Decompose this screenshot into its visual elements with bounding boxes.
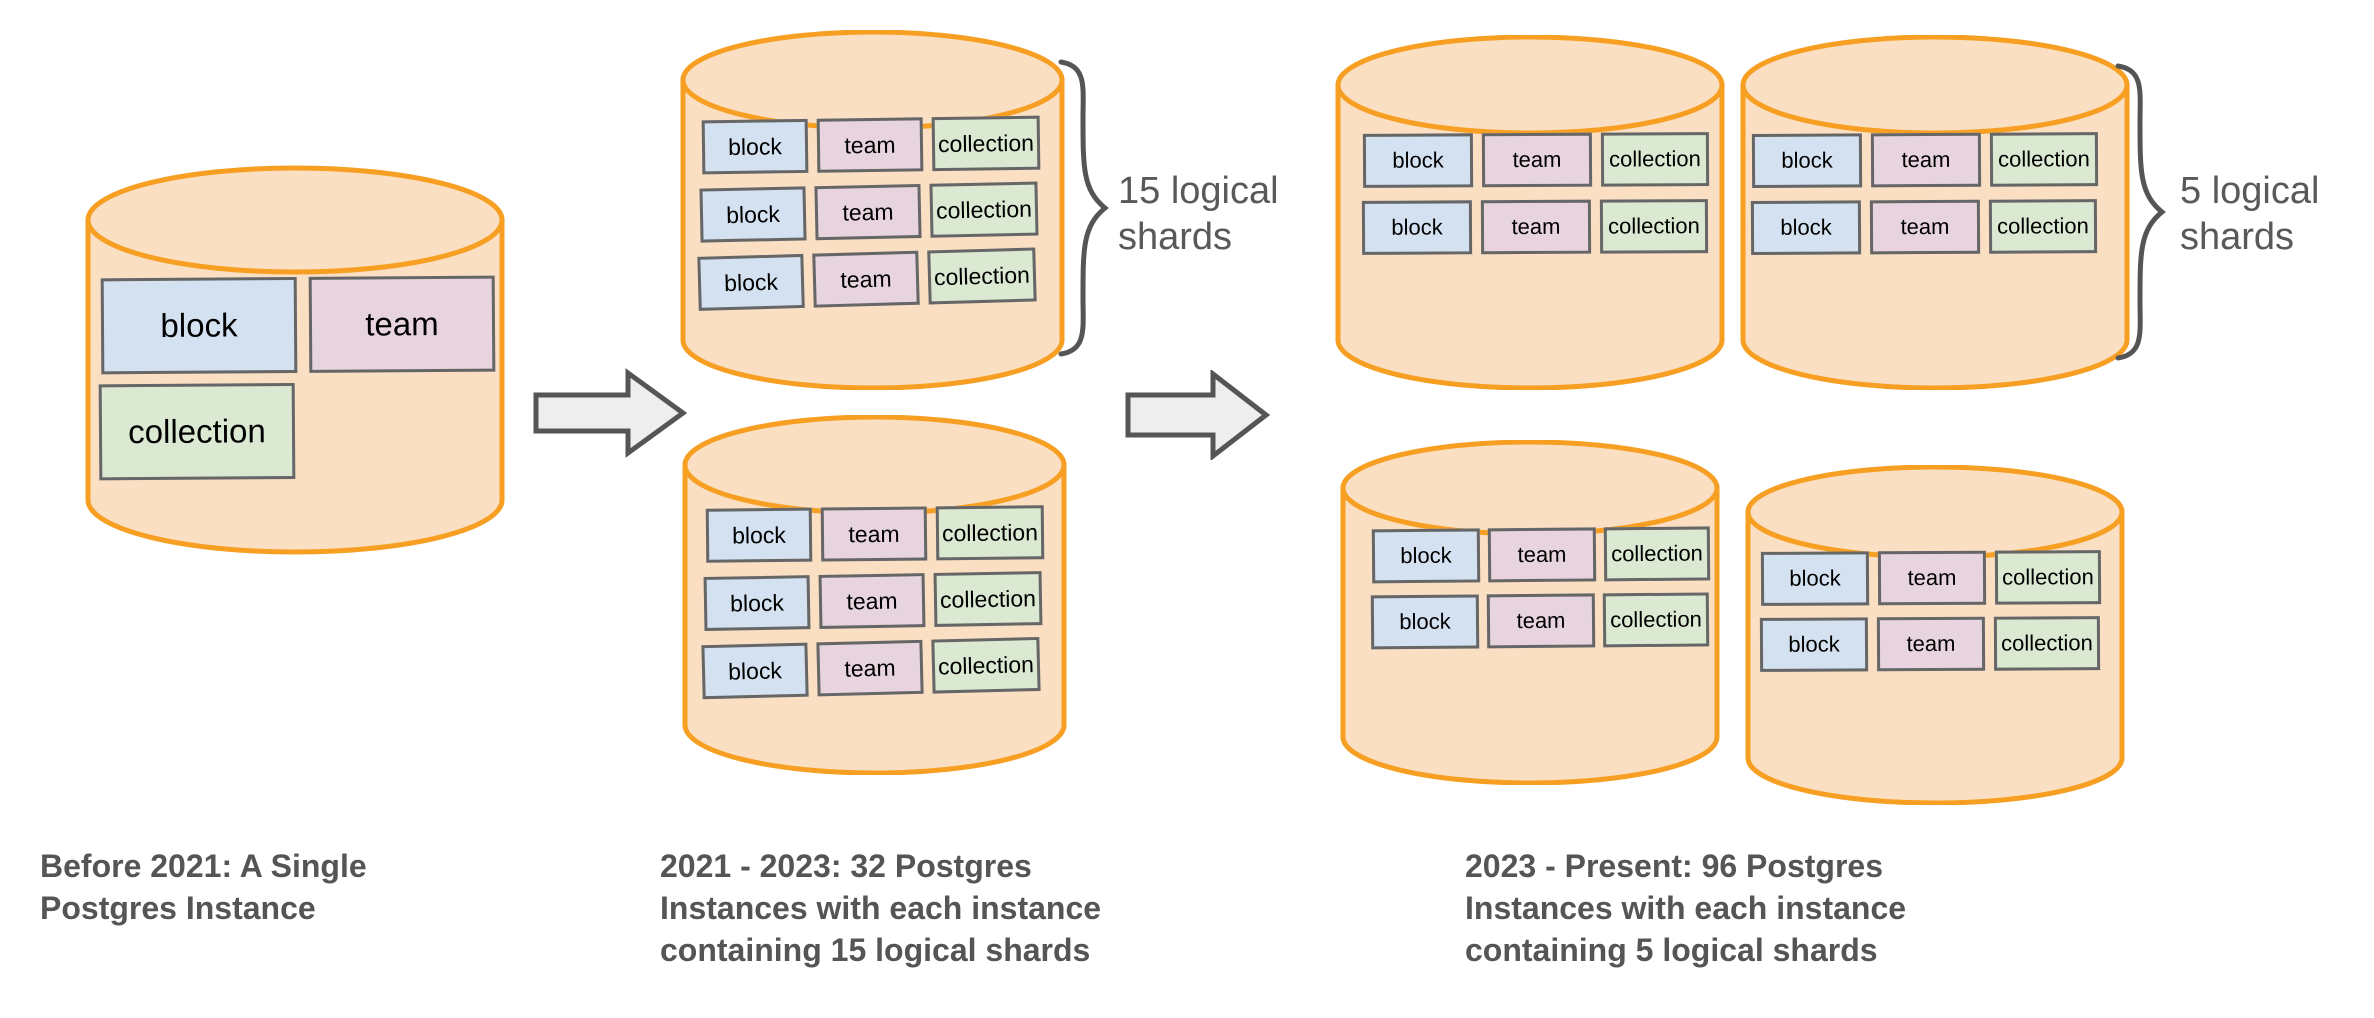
table-box-block: block [701, 642, 809, 700]
shard-row: block team collection [681, 636, 1067, 700]
shard-table-rows: block team collection block team collect… [682, 505, 1068, 700]
shard-row: block team [85, 275, 506, 375]
shard-table-rows: block team collection block team collect… [1740, 132, 2130, 255]
table-box-team: team [1487, 527, 1597, 583]
cylinder-2023-bottom-right: block team collection block team collect… [1745, 465, 2125, 805]
table-box-team: team [1486, 593, 1596, 649]
shard-row: block team collection [682, 571, 1068, 632]
table-box-team: team [818, 573, 926, 629]
table-box-block: block [1362, 133, 1474, 188]
cylinder-2023-top-left: block team collection block team collect… [1335, 35, 1725, 390]
table-box-collection: collection [931, 115, 1041, 172]
shard-row: block team collection [1740, 199, 2130, 255]
table-box-team: team [1480, 199, 1592, 255]
table-box-block: block [697, 253, 805, 311]
shard-row: block team collection [1335, 132, 1725, 188]
table-box-block: block [703, 575, 811, 631]
caption-2021-2023: 2021 - 2023: 32 Postgres Instances with … [660, 848, 1102, 968]
shard-row: block team collection [1340, 526, 1720, 584]
cylinder-2021-top: block team collection block team collect… [680, 30, 1065, 390]
table-box-collection: collection [1993, 616, 2101, 671]
shard-table-rows: block team collection block team collect… [679, 115, 1066, 311]
shard-table-rows: block team collection [85, 275, 506, 481]
table-box-team: team [1869, 199, 1981, 255]
shard-row: block team collection [1340, 592, 1720, 650]
table-box-collection: collection [1989, 132, 2099, 187]
shard-table-rows: block team collection block team collect… [1335, 132, 1725, 255]
cylinder-single-postgres-instance: block team collection [85, 165, 505, 555]
shard-table-rows: block team collection block team collect… [1340, 526, 1720, 650]
brace-15-shards [1053, 58, 1123, 358]
table-box-block: block [699, 186, 807, 243]
table-box-team: team [1876, 616, 1986, 672]
caption-before-2021: Before 2021: A Single Postgres Instance [40, 848, 367, 926]
table-box-collection: collection [98, 383, 296, 481]
caption-2023-present: 2023 - Present: 96 Postgres Instances wi… [1465, 848, 1907, 968]
table-box-team: team [812, 250, 920, 308]
table-box-team: team [1877, 550, 1987, 606]
table-box-block: block [1371, 528, 1481, 584]
table-box-block: block [705, 507, 813, 563]
table-box-team: team [308, 275, 496, 373]
shard-row: block team collection [682, 505, 1068, 563]
shard-row: collection [85, 382, 506, 481]
table-box-collection: collection [933, 571, 1043, 627]
table-box-team: team [820, 506, 928, 562]
table-box-block: block [1751, 133, 1863, 188]
table-box-collection: collection [927, 247, 1037, 305]
shard-row: block team collection [680, 115, 1066, 175]
shard-row: block team collection [679, 247, 1065, 312]
shard-row: block team collection [1740, 132, 2130, 188]
table-box-team: team [814, 183, 922, 241]
shard-row: block team collection [1335, 199, 1725, 255]
cylinder-2021-bottom: block team collection block team collect… [682, 415, 1067, 775]
table-box-team: team [1870, 132, 1982, 188]
table-box-block: block [1750, 200, 1862, 255]
table-box-team: team [816, 117, 924, 173]
table-box-block: block [100, 276, 298, 375]
table-box-collection: collection [1602, 592, 1710, 648]
table-box-collection: collection [931, 636, 1041, 694]
brace-label-15-shards: 15 logical shards [1118, 170, 1279, 258]
table-box-collection: collection [1603, 526, 1711, 582]
cylinder-2023-bottom-left: block team collection block team collect… [1340, 440, 1720, 785]
table-box-block: block [701, 118, 809, 175]
table-box-team: team [816, 639, 924, 697]
brace-5-shards [2110, 62, 2180, 362]
table-box-block: block [1370, 594, 1480, 650]
shard-row: block team collection [1745, 616, 2125, 672]
table-box-collection: collection [1599, 199, 1709, 254]
table-box-collection: collection [1988, 199, 2098, 254]
shard-row: block team collection [679, 181, 1065, 243]
table-box-team: team [1481, 132, 1593, 188]
table-box-collection: collection [1994, 550, 2102, 605]
arrow-right-icon-1 [533, 368, 688, 458]
table-box-block: block [1759, 617, 1869, 672]
shard-row: block team collection [1745, 550, 2125, 606]
cylinder-2023-top-right: block team collection block team collect… [1740, 35, 2130, 390]
table-box-block: block [1760, 551, 1870, 606]
shard-table-rows: block team collection block team collect… [1745, 550, 2125, 672]
table-box-collection: collection [929, 181, 1039, 238]
table-box-collection: collection [935, 505, 1045, 561]
brace-label-5-shards: 5 logical shards [2180, 170, 2320, 258]
arrow-right-icon-2 [1125, 370, 1270, 460]
table-box-block: block [1361, 200, 1473, 255]
table-box-collection: collection [1600, 132, 1710, 187]
